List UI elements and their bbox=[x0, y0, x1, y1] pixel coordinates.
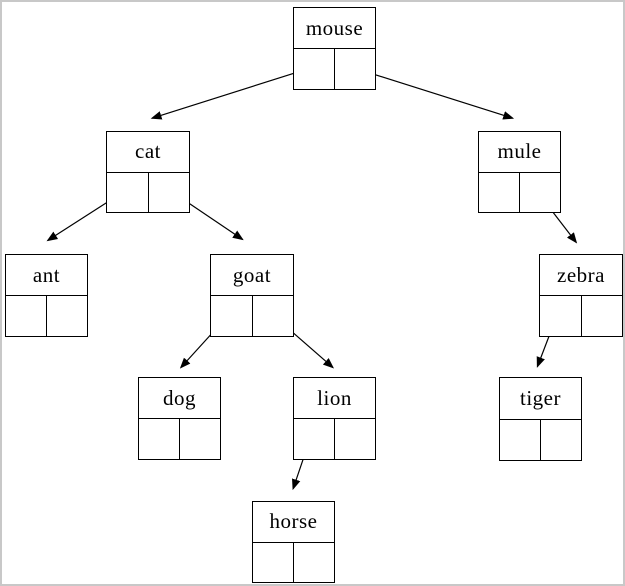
tree-node-mule: mule bbox=[478, 131, 561, 213]
tree-node-cat: cat bbox=[106, 131, 190, 213]
node-label-zebra: zebra bbox=[557, 262, 605, 287]
right-pointer-cell-horse bbox=[294, 542, 334, 582]
left-pointer-cell-dog bbox=[139, 419, 180, 459]
right-pointer-cell-dog bbox=[180, 419, 220, 459]
tree-node-ant: ant bbox=[5, 254, 88, 337]
right-pointer-cell-goat bbox=[252, 296, 293, 336]
left-pointer-cell-lion bbox=[294, 419, 335, 459]
right-pointer-cell-lion bbox=[335, 419, 375, 459]
left-pointer-cell-mule bbox=[479, 172, 520, 212]
node-label-goat: goat bbox=[232, 262, 272, 287]
left-pointer-cell-horse bbox=[253, 542, 294, 582]
pointer-cells-mule bbox=[479, 171, 560, 212]
tree-node-horse: horse bbox=[252, 501, 335, 583]
node-label-tiger: tiger bbox=[520, 385, 561, 410]
pointer-cells-cat bbox=[107, 171, 189, 212]
left-pointer-cell-zebra bbox=[540, 296, 582, 336]
pointer-cells-dog bbox=[139, 418, 220, 459]
tree-node-tiger: tiger bbox=[499, 377, 582, 461]
right-pointer-cell-tiger bbox=[541, 419, 581, 460]
node-label-horse: horse bbox=[269, 509, 318, 534]
node-label-lion: lion bbox=[317, 385, 352, 410]
edge-mouse-right-to-mule bbox=[352, 66, 515, 120]
node-label-mouse: mouse bbox=[305, 15, 364, 40]
pointer-cells-zebra bbox=[540, 295, 622, 336]
right-pointer-cell-zebra bbox=[581, 296, 622, 336]
node-label-cat: cat bbox=[135, 139, 161, 164]
pointer-cells-tiger bbox=[500, 418, 581, 460]
pointer-cells-horse bbox=[253, 541, 334, 582]
edge-mouse-left-to-cat bbox=[150, 66, 313, 120]
node-label-dog: dog bbox=[163, 385, 196, 410]
tree-node-mouse: mouse bbox=[293, 7, 376, 90]
left-pointer-cell-mouse bbox=[294, 49, 335, 89]
node-label-mule: mule bbox=[497, 139, 542, 164]
pointer-cells-mouse bbox=[294, 48, 375, 89]
pointer-cells-ant bbox=[6, 295, 87, 336]
left-pointer-cell-goat bbox=[211, 296, 253, 336]
pointer-cells-lion bbox=[294, 418, 375, 459]
left-pointer-cell-ant bbox=[6, 296, 47, 336]
right-pointer-cell-mule bbox=[520, 172, 560, 212]
tree-node-lion: lion bbox=[293, 377, 376, 460]
tree-node-dog: dog bbox=[138, 377, 221, 460]
right-pointer-cell-mouse bbox=[335, 49, 375, 89]
pointer-cells-goat bbox=[211, 295, 293, 336]
right-pointer-cell-ant bbox=[47, 296, 87, 336]
left-pointer-cell-tiger bbox=[500, 419, 541, 460]
node-label-ant: ant bbox=[32, 262, 61, 287]
right-pointer-cell-cat bbox=[148, 172, 189, 212]
tree-node-zebra: zebra bbox=[539, 254, 623, 337]
left-pointer-cell-cat bbox=[107, 172, 149, 212]
tree-node-goat: goat bbox=[210, 254, 294, 337]
